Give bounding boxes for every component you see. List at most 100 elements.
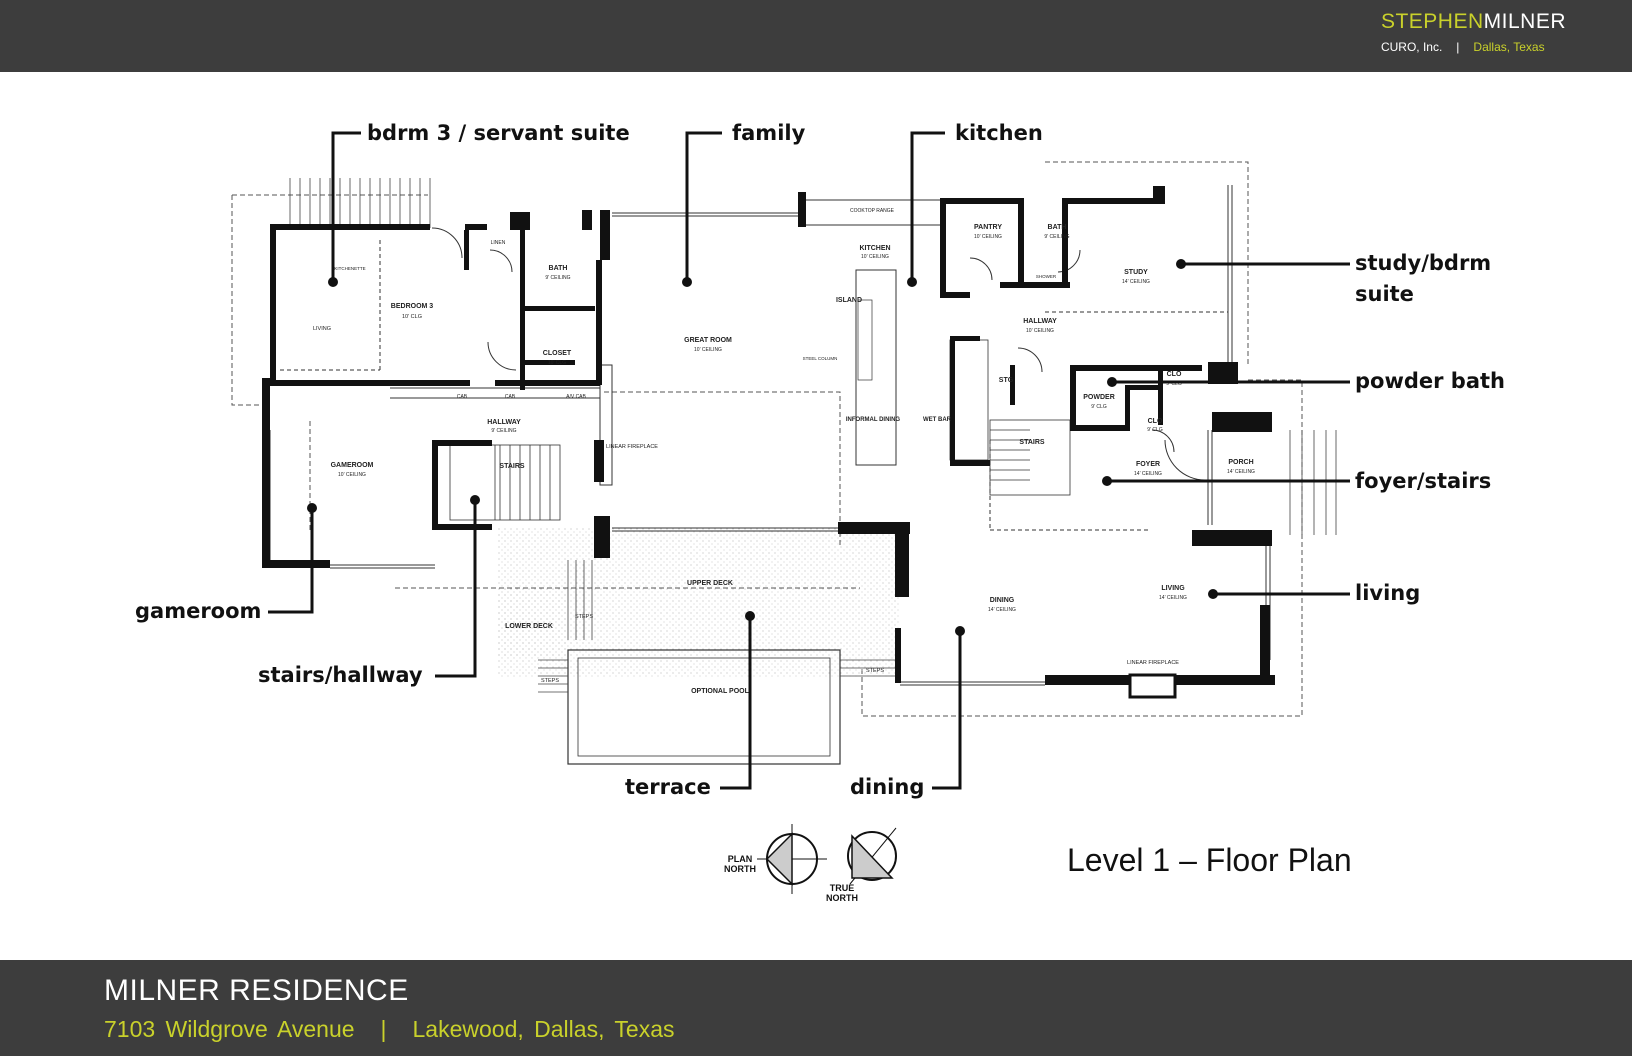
true-north-label-1: TRUE — [830, 883, 855, 893]
callout-kitchen: kitchen — [955, 121, 1043, 145]
label-clo2: CLO — [1148, 418, 1163, 425]
label-shower: SHOWER — [1036, 274, 1057, 279]
label-closet1-clg: 10' CLG — [548, 360, 566, 366]
brand-first: STEPHEN — [1380, 10, 1484, 33]
callout-bdrm3: bdrm 3 / servant suite — [367, 121, 630, 145]
north-labels: PLAN NORTH TRUE NORTH — [724, 854, 858, 903]
label-pantry: PANTRY — [974, 224, 1002, 231]
label-gameroom-clg: 10' CEILING — [338, 472, 366, 478]
label-linear-fireplace2: LINEAR FIREPLACE — [1127, 660, 1179, 666]
label-hallway1: HALLWAY — [487, 419, 521, 426]
callout-study-line2: suite — [1355, 282, 1414, 306]
brand-name: STEPHENMILNER — [1381, 10, 1566, 34]
label-hallway2-clg: 10' CEILING — [1026, 328, 1054, 334]
label-bath1: BATH — [549, 265, 568, 272]
label-upper-deck: UPPER DECK — [687, 580, 733, 587]
callout-family: family — [732, 121, 806, 145]
footer-bar: MILNER RESIDENCE 7103 Wildgrove Avenue | L… — [0, 960, 1632, 1056]
callout-terrace: terrace — [625, 775, 711, 799]
label-av-cab: A/V CAB — [566, 394, 586, 400]
brand-subline: CURO, Inc. | Dallas, Texas — [1381, 40, 1566, 54]
label-closet1: CLOSET — [543, 350, 572, 357]
label-powder: POWDER — [1083, 394, 1115, 401]
label-dining: DINING — [990, 597, 1015, 604]
brand-separator: | — [1456, 40, 1460, 54]
label-gameroom: GAMEROOM — [331, 462, 374, 469]
label-bath2: BATH — [1048, 224, 1067, 231]
callout-dining: dining — [850, 775, 925, 799]
label-optional-pool: OPTIONAL POOL — [691, 688, 750, 695]
fireplace — [1128, 673, 1177, 699]
plan-north-arrow — [757, 824, 827, 894]
callout-foyer: foyer/stairs — [1355, 469, 1492, 493]
label-living-clg: 14' CEILING — [1159, 595, 1187, 601]
label-study-clg: 14' CEILING — [1122, 279, 1150, 285]
label-informal-dining: INFORMAL DINING — [846, 417, 901, 423]
callout-stairs-hallway: stairs/hallway — [258, 663, 423, 687]
label-steps2: STEPS — [541, 678, 559, 684]
label-wet-bar: WET BAR — [923, 417, 952, 423]
label-bedroom3: BEDROOM 3 — [391, 303, 434, 310]
callout-gameroom: gameroom — [135, 599, 262, 623]
project-city: Lakewood, Dallas, Texas — [412, 1016, 675, 1042]
label-bedroom3-clg: 10' CLG — [402, 314, 422, 320]
label-clo2-clg: 9' CLG — [1147, 427, 1163, 433]
room-labels: BEDROOM 3 10' CLG LIVING KITCHENETTE BAT… — [313, 208, 1255, 695]
label-hallway2: HALLWAY — [1023, 318, 1057, 325]
label-great-room-clg: 10' CEILING — [694, 347, 722, 353]
optional-pool — [567, 649, 841, 765]
label-stg: STG — [999, 377, 1014, 384]
label-cab2: CAB — [505, 394, 516, 400]
callout-leaders — [268, 131, 1350, 790]
label-pantry-clg: 10' CEILING — [974, 234, 1002, 240]
label-dining-clg: 14' CEILING — [988, 607, 1016, 613]
label-study: STUDY — [1124, 269, 1148, 276]
label-island: ISLAND — [836, 297, 862, 304]
label-steel-column: STEEL COLUMN — [803, 356, 838, 361]
label-clo1-clg: 9' CLG — [1166, 381, 1182, 387]
brand-last: MILNER — [1483, 10, 1566, 33]
project-title: MILNER RESIDENCE — [104, 974, 409, 1007]
callout-living: living — [1355, 581, 1421, 605]
label-foyer-clg: 14' CEILING — [1134, 471, 1162, 477]
label-porch: PORCH — [1228, 459, 1253, 466]
label-bath1-clg: 9' CEILING — [545, 275, 570, 281]
label-steps1: STEPS — [575, 614, 593, 620]
label-cab1: CAB — [457, 394, 468, 400]
label-stairs1: STAIRS — [499, 463, 524, 470]
true-north-arrow — [847, 827, 897, 885]
company-name: CURO, Inc. — [1380, 40, 1443, 54]
label-powder-clg: 9' CLG — [1091, 404, 1107, 410]
label-hallway1-clg: 9' CEILING — [491, 428, 516, 434]
project-address: 7103 Wildgrove Avenue | Lakewood, Dallas, … — [104, 1016, 675, 1043]
label-lower-deck: LOWER DECK — [505, 623, 553, 630]
label-kitchenette: KITCHENETTE — [334, 266, 365, 271]
label-kitchen: KITCHEN — [859, 245, 890, 252]
label-steps3: STEPS — [866, 668, 884, 674]
interior-stairs — [449, 339, 1071, 521]
label-kitchen-clg: 10' CEILING — [861, 254, 889, 260]
plan-north-label-1: PLAN — [728, 854, 753, 864]
address-separator: | — [380, 1016, 387, 1042]
label-cooktop: COOKTOP RANGE — [850, 208, 895, 214]
label-living-small: LIVING — [313, 326, 331, 332]
label-great-room: GREAT ROOM — [684, 337, 732, 344]
callout-study-line1: study/bdrm — [1355, 251, 1492, 275]
brand: STEPHENMILNER CURO, Inc. | Dallas, Texas — [1381, 10, 1566, 54]
label-linen: LINEN — [491, 240, 506, 246]
label-clo1: CLO — [1167, 371, 1182, 378]
plan-title: Level 1 – Floor Plan — [1067, 842, 1352, 878]
label-linear-fireplace1: LINEAR FIREPLACE — [606, 444, 658, 450]
walls — [262, 186, 1275, 685]
plan-north-label-2: NORTH — [724, 864, 756, 874]
floor-plan: BEDROOM 3 10' CLG LIVING KITCHENETTE BAT… — [231, 131, 1350, 903]
label-foyer: FOYER — [1136, 461, 1160, 468]
header-bar: STEPHENMILNER CURO, Inc. | Dallas, Texas — [0, 0, 1632, 72]
true-north-label-2: NORTH — [826, 893, 858, 903]
label-stairs2: STAIRS — [1019, 439, 1044, 446]
lower-deck-area — [498, 588, 568, 658]
project-street: 7103 Wildgrove Avenue — [104, 1016, 355, 1042]
door-swings — [431, 227, 1206, 481]
company-location: Dallas, Texas — [1473, 40, 1545, 54]
label-living: LIVING — [1161, 585, 1185, 592]
